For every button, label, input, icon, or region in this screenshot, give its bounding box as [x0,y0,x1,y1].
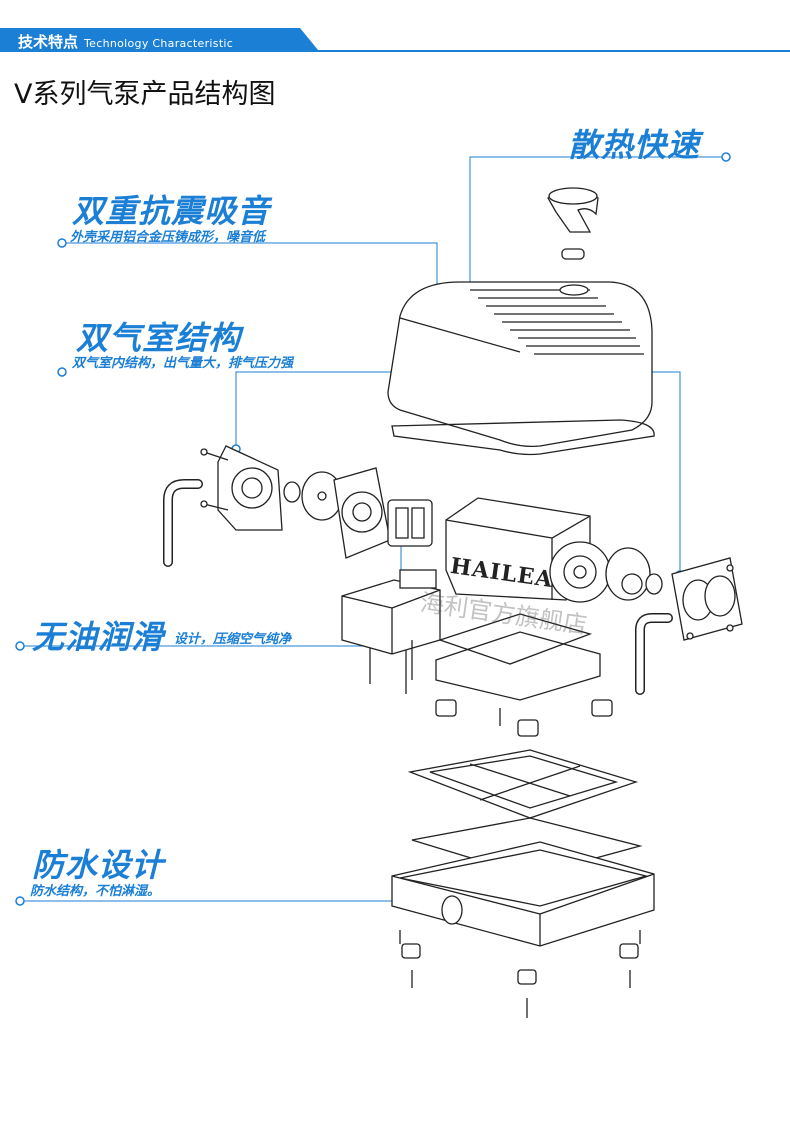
section-header: 技术特点 Technology Characteristic [18,31,233,52]
left-hose [163,479,203,567]
feature-desc-chamber: 双气室内结构，出气量大，排气压力强 [72,356,294,371]
feature-title-chamber: 双气室结构 [76,319,242,357]
transformer-coil [341,569,441,655]
right-chamber-plate [671,557,743,641]
feature-desc-waterproof: 防水结构，不怕淋湿。 [30,884,161,899]
page-title: V系列气泵产品结构图 [14,79,276,110]
left-chamber-plate [200,445,283,531]
left-diaphragm [283,471,343,521]
electromagnet-body [445,497,611,603]
base-feet [399,930,641,1018]
feature-desc-oilfree: 设计，压缩空气纯净 [174,632,292,647]
feature-title-waterproof: 防水设计 [32,846,165,884]
mounting-bolts [369,640,413,694]
section-title-cn: 技术特点 [18,33,79,51]
left-chamber-housing [333,467,391,559]
feature-title-oilfree: 无油润滑 [32,618,165,656]
feature-title-heat: 散热快速 [568,126,701,164]
armature-block [387,499,433,547]
section-title-en: Technology Characteristic [84,37,234,50]
upper-gasket [435,613,601,701]
base-frame [407,749,639,819]
top-knob [547,187,599,260]
right-diaphragm [605,547,663,601]
waterproof-base [391,841,655,947]
heat-sink-cover [387,281,655,456]
feature-desc-shock: 外壳采用铝合金压铸成形，噪音低 [70,230,266,245]
header-bar [0,28,790,52]
right-hose [635,613,673,695]
feature-title-shock: 双重抗震吸音 [72,192,271,230]
rubber-feet-top [435,699,613,737]
